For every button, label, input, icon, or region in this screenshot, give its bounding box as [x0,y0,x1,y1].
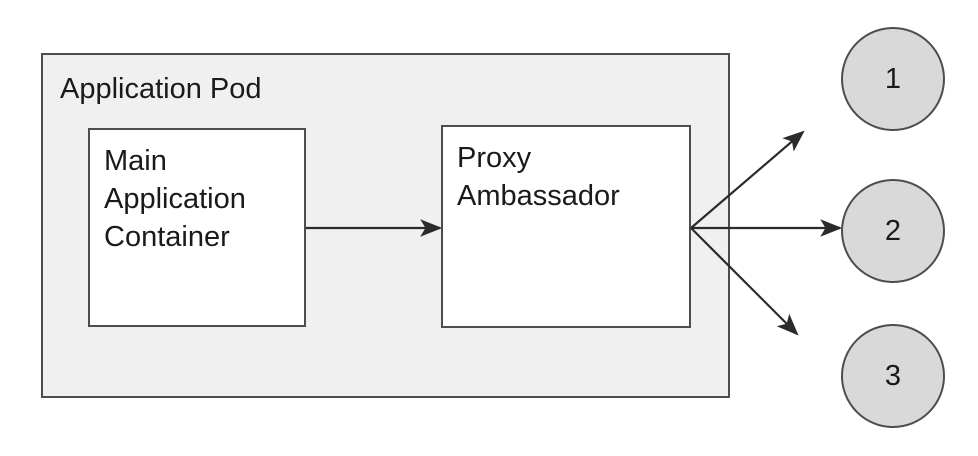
endpoint-node-3-label: 3 [884,359,902,392]
endpoint-node-3[interactable]: 3 [841,324,945,428]
main-application-container-label: Main Application Container [104,145,246,253]
proxy-ambassador-label: Proxy Ambassador [457,142,620,212]
endpoint-node-2-label: 2 [884,214,902,247]
proxy-ambassador-box[interactable]: Proxy Ambassador [441,125,691,328]
endpoint-node-2[interactable]: 2 [841,179,945,283]
endpoint-node-1-label: 1 [884,62,902,95]
application-pod-label: Application Pod [60,73,262,105]
endpoint-node-1[interactable]: 1 [841,27,945,131]
main-application-container-box[interactable]: Main Application Container [88,128,306,327]
